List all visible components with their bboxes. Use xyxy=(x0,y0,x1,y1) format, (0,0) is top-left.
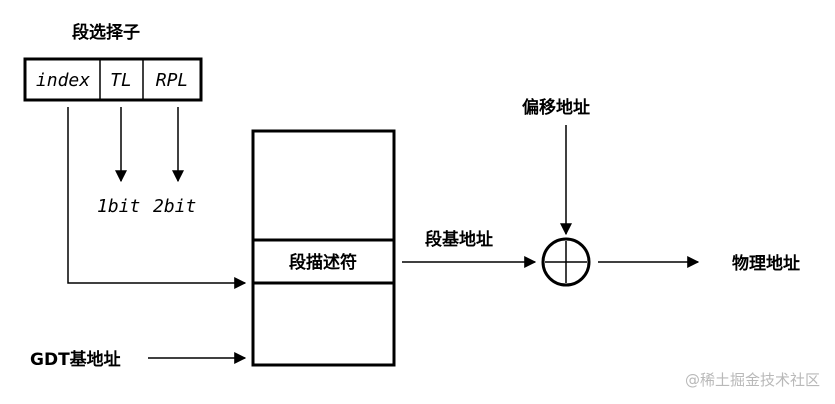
segment-descriptor-label: 段描述符 xyxy=(289,252,357,273)
adder-icon xyxy=(541,237,591,287)
selector-field-tl: TL xyxy=(110,70,132,91)
selector-box: index TL RPL xyxy=(23,57,203,102)
tl-bit-label: 1bit xyxy=(97,196,140,217)
rpl-bit-label: 2bit xyxy=(153,196,196,217)
watermark: @稀土掘金技术社区 xyxy=(685,371,820,389)
selector-field-index: index xyxy=(36,70,90,91)
offset-address-label: 偏移地址 xyxy=(522,97,590,118)
gdt-base-label: GDT基地址 xyxy=(30,349,121,370)
index-arrow xyxy=(67,107,247,289)
physical-address-label: 物理地址 xyxy=(732,253,800,274)
segment-base-label: 段基地址 xyxy=(425,229,493,250)
selector-title: 段选择子 xyxy=(72,22,140,43)
selector-field-rpl: RPL xyxy=(156,70,189,91)
descriptor-table: 段描述符 xyxy=(251,129,396,367)
